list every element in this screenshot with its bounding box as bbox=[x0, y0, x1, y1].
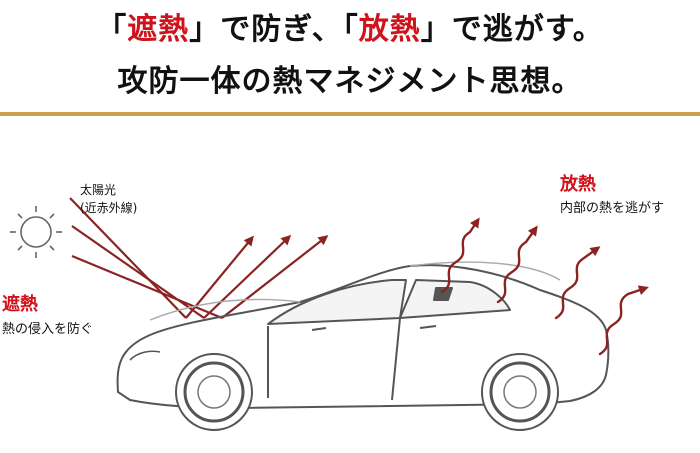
headline-middle-text: で防ぎ、 bbox=[220, 12, 343, 47]
reflected-ray-arrow-2 bbox=[203, 234, 292, 319]
heat-wave-arrow-1 bbox=[440, 217, 480, 294]
incoming-ray-3 bbox=[71, 254, 223, 320]
reflected-rays bbox=[185, 234, 329, 319]
sun-label-near-infrared: (近赤外線) bbox=[80, 201, 138, 215]
reflected-ray-arrow-3 bbox=[221, 235, 329, 319]
headline-tail-text: で逃がす。 bbox=[451, 12, 604, 47]
sun-icon bbox=[10, 206, 62, 258]
headline-bracket-open: 「 bbox=[96, 12, 128, 47]
headline-line-1: 「遮熱」で防ぎ、「放熱」で逃がす。 bbox=[0, 4, 700, 48]
headline-release-word: 放熱 bbox=[358, 12, 421, 47]
heat-release-arrows bbox=[440, 217, 649, 356]
headline-bracket-close-2: 」 bbox=[420, 12, 452, 47]
headline-bracket-close: 」 bbox=[189, 12, 221, 47]
heat-wave-arrow-4 bbox=[598, 285, 649, 356]
incoming-ray-1 bbox=[69, 197, 187, 319]
sun-label-sunlight: 太陽光 bbox=[80, 183, 117, 197]
headline-bracket-open-2: 「 bbox=[342, 12, 359, 47]
reflected-ray-arrow-1 bbox=[185, 235, 254, 319]
headline-line-2: 攻防一体の熱マネジメント思想。 bbox=[117, 64, 583, 99]
heat-wave-arrow-2 bbox=[496, 225, 538, 304]
gold-divider bbox=[0, 112, 700, 116]
headline-shield-word: 遮熱 bbox=[127, 12, 190, 47]
car-icon bbox=[116, 261, 610, 409]
rear-wheel bbox=[481, 353, 559, 431]
shield-heading: 遮熱 bbox=[2, 294, 38, 315]
incoming-ray-2 bbox=[71, 225, 205, 319]
front-wheel bbox=[175, 353, 253, 431]
release-description: 内部の熱を逃がす bbox=[560, 201, 665, 216]
heat-wave-arrow-3 bbox=[554, 246, 601, 320]
sunlight-rays bbox=[69, 197, 223, 320]
release-heading: 放熱 bbox=[560, 174, 596, 195]
shield-description: 熱の侵入を防ぐ bbox=[2, 322, 94, 337]
